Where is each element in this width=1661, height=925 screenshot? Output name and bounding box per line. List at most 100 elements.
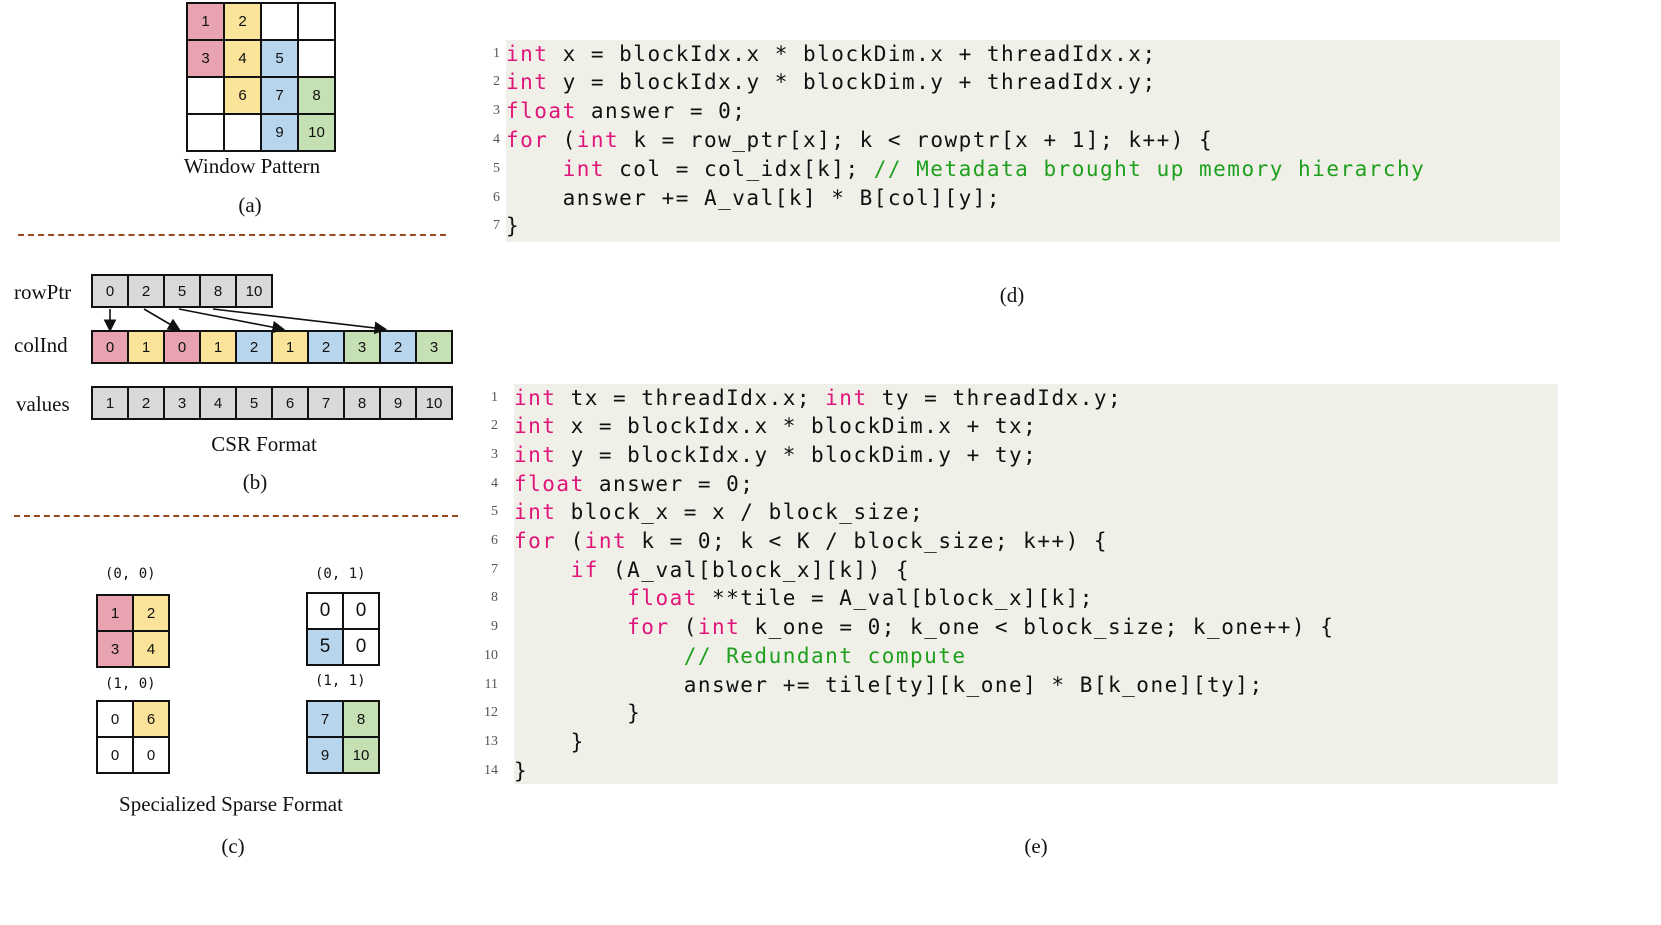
rowptr-cell-1: 2 xyxy=(129,276,163,306)
code-keyword: float xyxy=(506,99,577,124)
window-cell-7 xyxy=(299,41,334,76)
code-token: } xyxy=(506,214,521,239)
code-token: block_x = x / block_size; xyxy=(556,500,925,525)
divider-ab xyxy=(18,234,446,236)
values-cell-1: 2 xyxy=(129,388,163,418)
values-cell-8: 9 xyxy=(381,388,415,418)
code-text: answer += A_val[k] * B[col][y]; xyxy=(506,186,1001,210)
arrow-8 xyxy=(212,308,388,335)
window-cell-1: 2 xyxy=(225,4,260,39)
window-cell-0: 1 xyxy=(188,4,223,39)
line-number: 14 xyxy=(484,762,498,778)
code-text: int y = blockIdx.y * blockDim.y + ty; xyxy=(514,443,1037,467)
arrow-5 xyxy=(178,308,286,334)
label-b: (b) xyxy=(242,470,268,494)
line-number: 13 xyxy=(484,733,498,749)
code-keyword: int xyxy=(825,385,868,410)
code-token xyxy=(514,615,627,639)
line-number: 7 xyxy=(493,218,500,234)
code-text: for (int k = 0; k < K / block_size; k++)… xyxy=(514,529,1108,553)
code-token xyxy=(514,586,627,610)
rowptr-cell-3: 8 xyxy=(201,276,235,306)
code-keyword: int xyxy=(514,442,557,467)
colind-cell-9: 3 xyxy=(417,332,451,362)
tile-0-cell-1: 2 xyxy=(134,596,168,630)
code-text: for (int k = row_ptr[x]; k < rowptr[x + … xyxy=(506,128,1213,152)
code-text: float **tile = A_val[block_x][k]; xyxy=(514,586,1094,610)
code-token: ( xyxy=(548,127,577,152)
code-token: answer = 0; xyxy=(584,471,755,496)
values-label: values xyxy=(16,392,70,416)
code-token: tx = threadIdx.x; xyxy=(556,385,826,410)
code-panel-d xyxy=(506,40,1560,242)
code-text: } xyxy=(514,730,585,754)
tile-1-cell-0: 0 xyxy=(308,594,342,628)
arrow-2 xyxy=(143,308,181,331)
code-keyword: int xyxy=(514,414,557,439)
label-c: (c) xyxy=(221,834,245,858)
code-keyword: for xyxy=(506,127,549,152)
code-text: // Redundant compute xyxy=(514,644,967,668)
code-text: float answer = 0; xyxy=(506,99,746,123)
code-keyword: for xyxy=(627,615,670,640)
tile-coord-11: (1, 1) xyxy=(315,673,366,689)
code-keyword: int xyxy=(562,156,606,181)
code-token: col = col_idx[k]; xyxy=(605,156,874,181)
code-keyword: int xyxy=(584,529,628,553)
colind-cell-8: 2 xyxy=(381,332,415,362)
line-number: 5 xyxy=(491,504,498,520)
values-cell-9: 10 xyxy=(417,388,451,418)
rowptr-cell-2: 5 xyxy=(165,276,199,306)
line-number: 6 xyxy=(491,533,498,548)
window-cell-2 xyxy=(262,4,297,39)
window-cell-9: 6 xyxy=(225,78,260,113)
divider-bc xyxy=(14,515,458,517)
values-cell-7: 8 xyxy=(345,388,379,418)
specialized-caption: Specialized Sparse Format xyxy=(119,792,343,816)
code-keyword: int xyxy=(506,41,549,66)
code-keyword: float xyxy=(514,471,585,496)
code-token: **tile = A_val[block_x][k]; xyxy=(697,586,1094,611)
code-token: answer += tile[ty][k_one] * B[k_one][ty]… xyxy=(514,672,1264,697)
tile-2-cell-1: 6 xyxy=(134,702,168,736)
tile-1-cell-3: 0 xyxy=(344,630,378,664)
code-panel-e xyxy=(514,384,1558,784)
tile-coord-01: (0, 1) xyxy=(315,566,366,582)
values-cell-0: 1 xyxy=(93,388,127,418)
line-number: 11 xyxy=(484,676,498,692)
values-cell-2: 3 xyxy=(165,388,199,418)
code-keyword: int xyxy=(506,70,549,95)
values-cell-3: 4 xyxy=(201,388,235,418)
values-cell-6: 7 xyxy=(309,388,343,418)
csr-caption: CSR Format xyxy=(211,432,317,456)
window-cell-12 xyxy=(188,115,223,150)
code-token: y = blockIdx.y * blockDim.y + threadIdx.… xyxy=(548,70,1157,95)
colind-cell-2: 0 xyxy=(165,332,199,362)
colind-label: colInd xyxy=(14,333,68,357)
colind-cell-6: 2 xyxy=(309,332,343,362)
colind-cell-3: 1 xyxy=(201,332,235,362)
tile-2-cell-0: 0 xyxy=(98,702,132,736)
code-text: int x = blockIdx.x * blockDim.x + thread… xyxy=(506,42,1157,66)
rowptr-arrows xyxy=(103,308,388,335)
code-comment: // Metadata brought up memory hierarchy xyxy=(873,156,1426,181)
code-text: float answer = 0; xyxy=(514,472,754,496)
colind-cell-1: 1 xyxy=(129,332,163,362)
code-keyword: float xyxy=(627,586,698,611)
code-keyword: int xyxy=(514,385,557,410)
tile-2-cell-3: 0 xyxy=(134,738,168,772)
tile-0-cell-3: 4 xyxy=(134,632,168,666)
code-keyword: for xyxy=(514,529,557,553)
code-token xyxy=(506,157,563,181)
tile-3-cell-3: 10 xyxy=(344,738,378,772)
line-number: 3 xyxy=(491,446,498,462)
code-token: ( xyxy=(669,615,698,640)
colind-cell-7: 3 xyxy=(345,332,379,362)
line-number: 3 xyxy=(493,103,500,119)
code-token: x = blockIdx.x * blockDim.x + threadIdx.… xyxy=(548,41,1157,66)
